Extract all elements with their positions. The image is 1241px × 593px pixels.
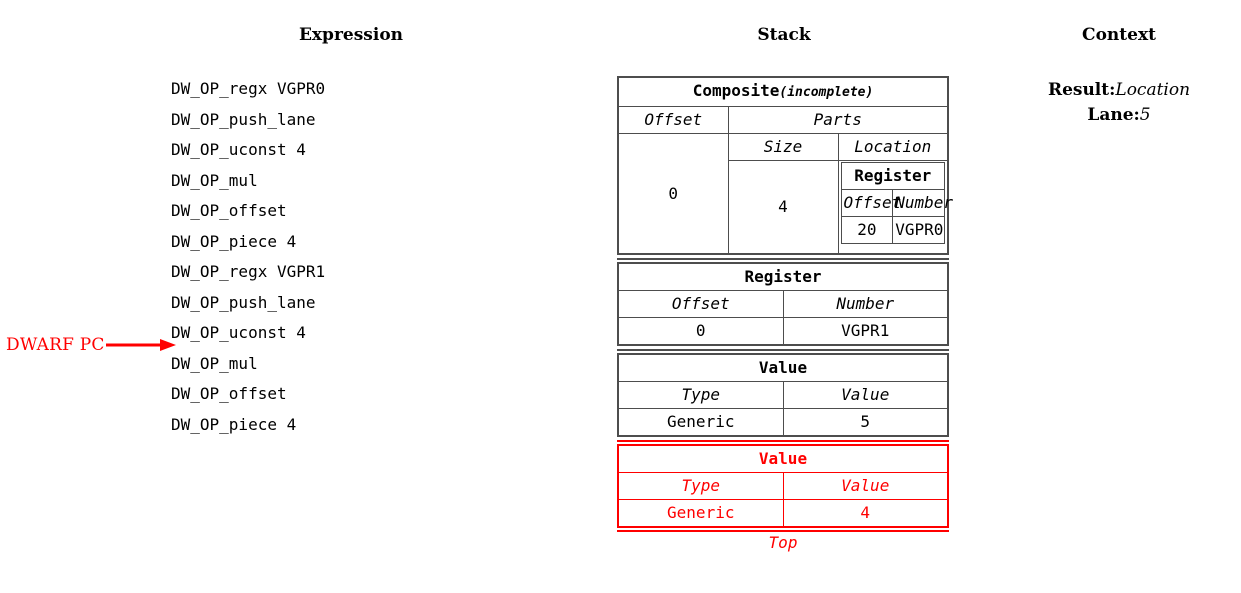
stack-entry-value-top: Value Type Value Generic 4 Top — [617, 444, 949, 553]
composite-title-suffix: (incomplete) — [779, 85, 874, 100]
expression-line: DW_OP_regx VGPR0 — [171, 79, 326, 98]
column-heading-context: Context — [1082, 25, 1156, 45]
stack-entry-composite: Composite(incomplete) Offset Parts 0 Siz… — [617, 76, 953, 255]
expression-line: DW_OP_push_lane — [171, 109, 316, 129]
value-value-value: 5 — [782, 408, 949, 437]
context-block: Result:Location Lane:5 — [998, 78, 1240, 128]
arrow-right-icon — [105, 339, 176, 351]
expression-line: DW_OP_uconst 4 — [171, 323, 306, 342]
value-top-table: Value Type Value Generic 4 — [617, 444, 949, 528]
column-heading-stack: Stack — [757, 25, 811, 45]
inner-register-offset-header: Offset — [840, 189, 901, 217]
expression-line: DW_OP_offset — [171, 384, 287, 403]
expression-list: DW_OP_regx VGPR0 DW_OP_push_lane DW_OP_u… — [171, 74, 431, 440]
value-top-value-header: Value — [782, 472, 949, 500]
value-table: Value Type Value Generic 5 — [617, 353, 949, 437]
inner-register-number-header: Number — [892, 189, 953, 217]
expression-line: DW_OP_uconst 4 — [171, 140, 306, 159]
expression-line: DW_OP_piece 4 — [171, 414, 297, 434]
value-top-type-header: Type — [617, 472, 784, 500]
context-result-key: Result: — [1047, 80, 1116, 100]
register-offset-header: Offset — [617, 290, 784, 318]
value-title: Value — [617, 353, 949, 382]
stack-separator — [617, 349, 949, 351]
context-result-line: Result:Location — [998, 78, 1240, 103]
value-type-value: Generic — [617, 408, 784, 437]
expression-line: DW_OP_regx VGPR1 — [171, 262, 326, 281]
stack-top-underline — [617, 530, 949, 532]
stack-entry-value: Value Type Value Generic 5 — [617, 353, 949, 437]
composite-title: Composite — [692, 81, 780, 100]
composite-offset-value: 0 — [617, 133, 729, 255]
context-lane-key: Lane: — [1087, 105, 1140, 125]
register-table: Register Offset Number 0 VGPR1 — [617, 262, 949, 346]
inner-register-number-value: VGPR0 — [892, 216, 945, 244]
stack-separator-top — [617, 440, 949, 442]
stack-list: Composite(incomplete) Offset Parts 0 Siz… — [617, 76, 953, 553]
expression-line: DW_OP_piece 4 — [171, 231, 297, 251]
value-type-header: Type — [617, 381, 784, 409]
dwarf-pc-label: DWARF PC — [6, 335, 105, 355]
composite-parts-header: Parts — [727, 106, 949, 134]
register-number-value: VGPR1 — [782, 317, 949, 346]
expression-line: DW_OP_push_lane — [171, 292, 316, 312]
context-lane-line: Lane:5 — [998, 103, 1240, 128]
composite-size-header: Size — [727, 133, 839, 161]
expression-line: DW_OP_offset — [171, 201, 287, 220]
composite-part-location-cell: Register Offset Number 20 VGPR0 — [837, 160, 953, 255]
inner-register-offset-value: 20 — [840, 216, 894, 244]
stack-separator — [617, 258, 949, 260]
register-offset-value: 0 — [617, 317, 784, 346]
context-result-value: Location — [1115, 80, 1191, 100]
expression-line: DW_OP_mul — [171, 170, 258, 190]
inner-register-table: Register Offset Number 20 VGPR0 — [840, 162, 953, 244]
composite-title-cell: Composite(incomplete) — [617, 76, 949, 107]
value-top-title: Value — [617, 444, 949, 473]
composite-part-size: 4 — [727, 160, 839, 255]
register-title: Register — [617, 262, 949, 291]
inner-register-title: Register — [840, 162, 945, 190]
stack-top-caption: Top — [768, 533, 798, 552]
value-value-header: Value — [782, 381, 949, 409]
composite-table: Composite(incomplete) Offset Parts 0 Siz… — [617, 76, 953, 255]
value-top-type-value: Generic — [617, 499, 784, 528]
composite-offset-header: Offset — [617, 106, 729, 134]
dwarf-pc-marker: DWARF PC — [6, 334, 178, 356]
context-lane-value: 5 — [1139, 105, 1151, 125]
expression-line: DW_OP_mul — [171, 353, 258, 373]
register-number-header: Number — [782, 290, 949, 318]
stack-entry-register: Register Offset Number 0 VGPR1 — [617, 262, 949, 346]
composite-location-header: Location — [837, 133, 949, 161]
column-heading-expression: Expression — [298, 25, 404, 45]
value-top-value-value: 4 — [782, 499, 949, 528]
composite-part-spacer — [841, 244, 946, 252]
